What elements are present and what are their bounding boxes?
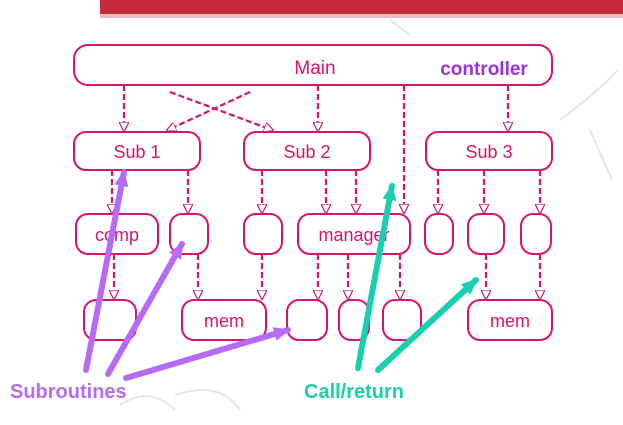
manager-label: manager — [318, 225, 389, 245]
level3-box-6 — [467, 213, 505, 255]
sub3-box — [425, 131, 553, 171]
mem2-label: mem — [490, 311, 530, 331]
sub1-label: Sub 1 — [113, 142, 160, 162]
main-box — [73, 44, 553, 86]
top-banner — [100, 0, 623, 14]
level3-box-5 — [424, 213, 454, 255]
level3-box-7 — [520, 213, 552, 255]
pointer-main-call — [355, 183, 397, 371]
level4-box-5 — [382, 299, 422, 341]
watermark — [119, 19, 619, 411]
comp-label: comp — [95, 225, 139, 245]
arrow-main-sub1-cross — [168, 91, 251, 130]
mem1-box — [181, 299, 267, 341]
call-arrows — [112, 85, 540, 298]
pointer-level4-box3 — [123, 327, 291, 381]
sub1-box — [73, 131, 201, 171]
top-banner-edge — [100, 14, 623, 18]
subroutines-pointers — [83, 169, 291, 381]
level3-box-3 — [243, 213, 283, 255]
sub3-label: Sub 3 — [465, 142, 512, 162]
main-label: Main — [294, 58, 335, 79]
controller-label: controller — [440, 59, 528, 80]
sub2-box — [243, 131, 371, 171]
pointer-sub3-call — [375, 277, 479, 373]
callreturn-label: Call/return — [304, 381, 404, 403]
subroutines-label: Subroutines — [10, 381, 127, 403]
mem2-box — [467, 299, 553, 341]
callreturn-pointers — [355, 183, 479, 373]
arrow-main-sub2-cross — [169, 90, 272, 130]
mem1-label: mem — [204, 311, 244, 331]
sub2-label: Sub 2 — [283, 142, 330, 162]
pointer-level3-box2 — [105, 241, 185, 377]
pointer-sub1 — [83, 169, 129, 373]
level4-box-3 — [286, 299, 328, 341]
level3-box-2 — [169, 213, 209, 255]
